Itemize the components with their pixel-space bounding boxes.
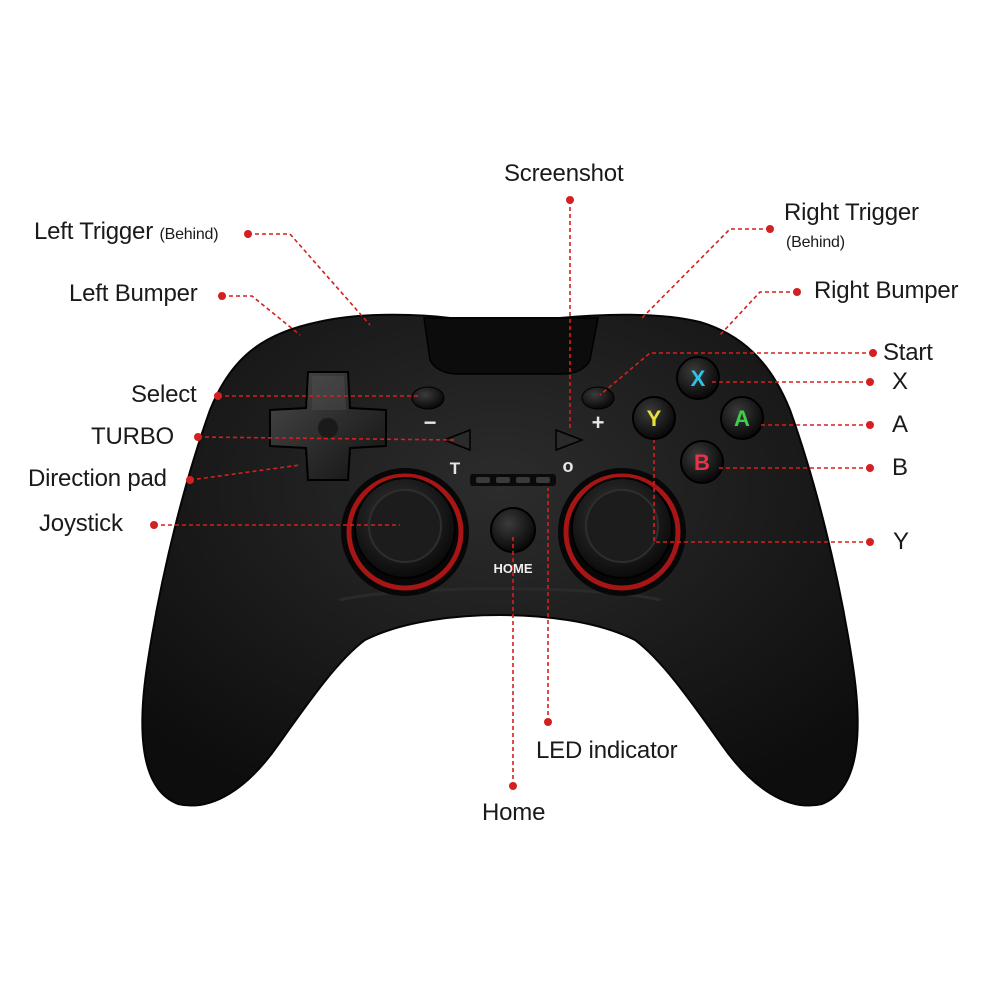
- callout-lines: [154, 200, 873, 786]
- dot-right-bumper: [793, 288, 801, 296]
- face-button-a-letter: A: [734, 406, 750, 431]
- label-x: X: [892, 368, 908, 395]
- label-y: Y: [893, 528, 909, 555]
- dot-left-trigger: [244, 230, 252, 238]
- dot-turbo: [194, 433, 202, 441]
- led-indicator: [470, 474, 556, 486]
- label-right-trigger-note: (Behind): [786, 234, 845, 251]
- label-left-trigger-text: Left Trigger: [34, 218, 153, 245]
- face-button-y[interactable]: Y: [632, 396, 676, 440]
- dot-home: [509, 782, 517, 790]
- leader-turbo: [197, 436, 456, 441]
- screenshot-symbol: o: [563, 456, 574, 476]
- dot-x: [866, 378, 874, 386]
- label-start: Start: [883, 339, 933, 366]
- face-button-b-letter: B: [694, 450, 710, 475]
- direction-pad[interactable]: [269, 371, 387, 481]
- dot-left-bumper: [218, 292, 226, 300]
- leader-right-trigger: [639, 228, 770, 321]
- leader-left-bumper: [222, 295, 301, 336]
- label-b: B: [892, 454, 908, 481]
- label-left-trigger-note: (Behind): [159, 226, 219, 243]
- leader-start: [599, 352, 873, 396]
- dot-y: [866, 538, 874, 546]
- label-screenshot: Screenshot: [504, 160, 624, 187]
- dot-screenshot: [566, 196, 574, 204]
- label-left-trigger: Left Trigger (Behind): [34, 218, 219, 249]
- face-button-x-letter: X: [691, 366, 706, 391]
- turbo-button[interactable]: [441, 428, 471, 452]
- face-button-x[interactable]: X: [676, 356, 720, 400]
- label-joystick: Joystick: [39, 510, 123, 537]
- top-plate: [423, 317, 599, 375]
- dot-a: [866, 421, 874, 429]
- dot-right-trigger: [766, 225, 774, 233]
- left-joystick[interactable]: [341, 468, 469, 596]
- face-button-b[interactable]: B: [680, 440, 724, 484]
- dot-led: [544, 718, 552, 726]
- minus-symbol: −: [424, 410, 437, 435]
- callout-dots: [150, 196, 877, 790]
- dot-select: [214, 392, 222, 400]
- label-left-bumper: Left Bumper: [69, 280, 198, 307]
- label-select: Select: [131, 381, 197, 408]
- dot-start: [869, 349, 877, 357]
- dot-b: [866, 464, 874, 472]
- screenshot-button[interactable]: [555, 428, 585, 452]
- label-right-trigger: Right Trigger: [784, 199, 919, 226]
- label-home: Home: [482, 799, 546, 826]
- plus-symbol: +: [592, 410, 605, 435]
- leader-direction-pad: [189, 464, 301, 481]
- leader-right-bumper: [719, 291, 797, 336]
- dot-direction-pad: [186, 476, 194, 484]
- right-joystick[interactable]: [558, 468, 686, 596]
- leader-left-trigger: [248, 233, 371, 326]
- start-button[interactable]: [581, 386, 615, 410]
- dot-joystick: [150, 521, 158, 529]
- label-turbo: TURBO: [91, 423, 175, 450]
- label-a: A: [892, 411, 908, 438]
- label-right-bumper: Right Bumper: [814, 277, 959, 304]
- turbo-symbol: T: [450, 459, 461, 478]
- select-button[interactable]: [411, 386, 445, 410]
- label-direction-pad: Direction pad: [28, 465, 167, 492]
- leader-y: [653, 440, 870, 543]
- face-button-a[interactable]: A: [720, 396, 764, 440]
- face-button-y-letter: Y: [647, 406, 662, 431]
- label-led-indicator: LED indicator: [536, 737, 678, 764]
